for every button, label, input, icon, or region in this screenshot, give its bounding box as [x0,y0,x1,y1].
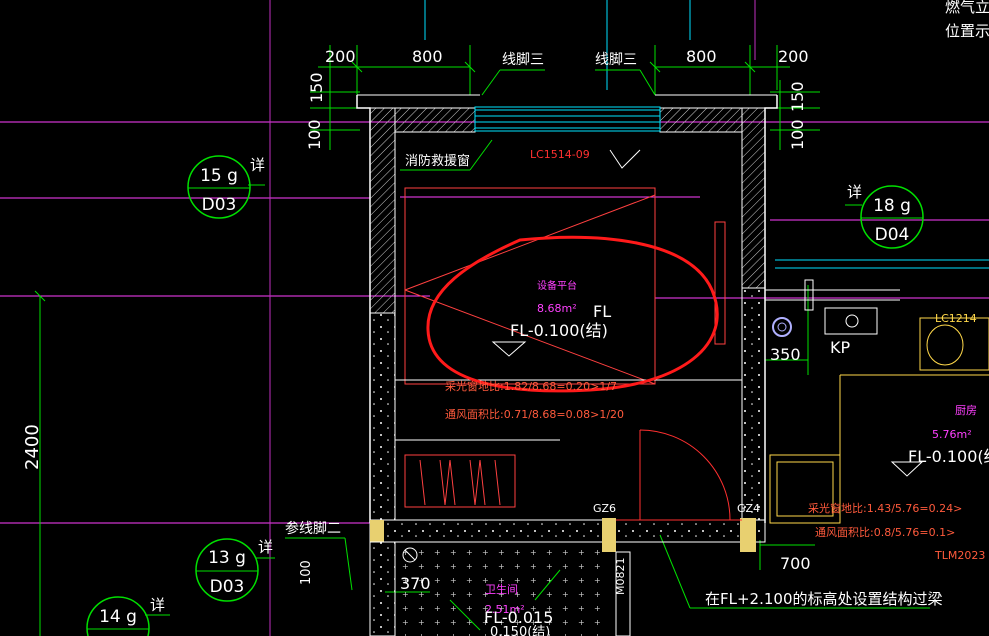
detail-callout-18g[interactable]: 18 g D04 详 [847,183,924,249]
dim-left-150: 150 [307,72,326,103]
dim-370: 370 [400,574,431,593]
kitchen-area: 5.76m² [932,428,972,441]
platform-room-texts: 设备平台 8.68m² FL FL-0.100(结) 采光窗地比:1.82/8.… [445,279,624,421]
label-lintel-note: 在FL+2.100的标高处设置结构过梁 [705,590,943,608]
highlight-annotation-circle [426,235,719,393]
kitchen-texts: 厨房 5.76m² FL-0.100(结 采光窗地比:1.43/5.76=0.2… [808,404,989,539]
top-right-note: 燃气立管 位置示意 [945,0,989,40]
callout-top: 13 g [208,548,246,568]
aux-lines [424,0,989,269]
dim-2400: 2400 [22,424,43,470]
label-tlm2023: TLM2023 [934,549,985,562]
bathroom-name: 卫生间 [485,582,518,596]
bathroom-level: FL-0.015 [484,608,553,627]
bathroom-area: 2.51m² [485,603,525,616]
dim-right-800: 800 [686,47,717,66]
label-window-code-right: LC1214 [935,312,977,325]
callout-tag: 详 [847,183,862,201]
kitchen-fixtures [765,279,989,524]
dim-right-200: 200 [778,47,809,66]
callout-top: 15 g [200,166,238,186]
label-skirting-3a: 线脚三 [502,52,544,68]
dim-right-100: 100 [788,119,807,150]
label-m0821: M0821 [614,558,627,596]
kitchen-name: 厨房 [955,404,977,417]
platform-area: 8.68m² [537,302,577,315]
label-rescue-window: 消防救援窗 [405,153,470,169]
kitchen-ratio-2: 通风面积比:0.8/5.76=0.1> [815,526,955,539]
callout-tag: 详 [258,538,273,556]
platform-ratio-2: 通风面积比:0.71/8.68=0.08>1/20 [445,408,624,421]
window-lc1514[interactable] [474,106,661,132]
level-markers [491,341,924,477]
dim-700: 700 [780,554,811,573]
platform-fl: FL [593,302,611,321]
callout-top: 14 g [99,607,137,627]
detail-callout-14g[interactable]: 14 g 详 [86,596,165,636]
kitchen-ratio-1: 采光窗地比:1.43/5.76=0.24> [808,501,962,515]
dim-left-800: 800 [412,47,443,66]
drawing-labels: 线脚三 线脚三 参线脚二 消防救援窗 LC1514-09 LC1214 GZ6 … [285,52,985,608]
note-line1: 燃气立管 [945,0,989,16]
dim-right-150: 150 [788,81,807,112]
platform-outline [395,149,742,441]
dim-left-200: 200 [325,47,356,66]
platform-name: 设备平台 [537,279,577,292]
detail-callout-15g[interactable]: 15 g D03 详 [187,155,265,219]
callout-bottom: D04 [875,225,910,245]
bathroom-texts: 卫生间 2.51m² FL-0.015 0.150(结) [484,582,553,636]
bathroom-level2: 0.150(结) [490,625,550,636]
platform-level: FL-0.100(结) [510,321,608,340]
note-line2: 位置示意 [945,22,989,40]
label-kp: KP [830,338,850,357]
label-skirting-2: 参线脚二 [285,520,341,537]
callout-tag: 详 [250,156,265,174]
dim-350: 350 [770,345,801,364]
dim-100: 100 [299,560,314,585]
dim-left-100: 100 [305,119,324,150]
fixture-rack [404,454,516,508]
label-gz4: GZ4 [737,502,760,515]
label-window-code: LC1514-09 [530,148,590,161]
dimension-texts: 200 800 800 200 150 100 150 100 2400 350… [22,47,811,593]
callout-bottom: D03 [210,577,245,597]
detail-callout-13g[interactable]: 13 g D03 详 [195,538,273,602]
label-skirting-3b: 线脚三 [595,52,637,68]
platform-ratio-1: 采光窗地比:1.82/8.68=0.20>1/7 [445,379,617,393]
door-swing [616,429,742,521]
label-gz6: GZ6 [593,502,616,515]
walls [356,94,778,552]
bathroom-floor [369,541,631,636]
callout-tag: 详 [150,596,165,614]
callout-bottom: D03 [202,195,237,215]
callout-top: 18 g [873,196,911,216]
kitchen-level: FL-0.100(结 [908,447,989,466]
